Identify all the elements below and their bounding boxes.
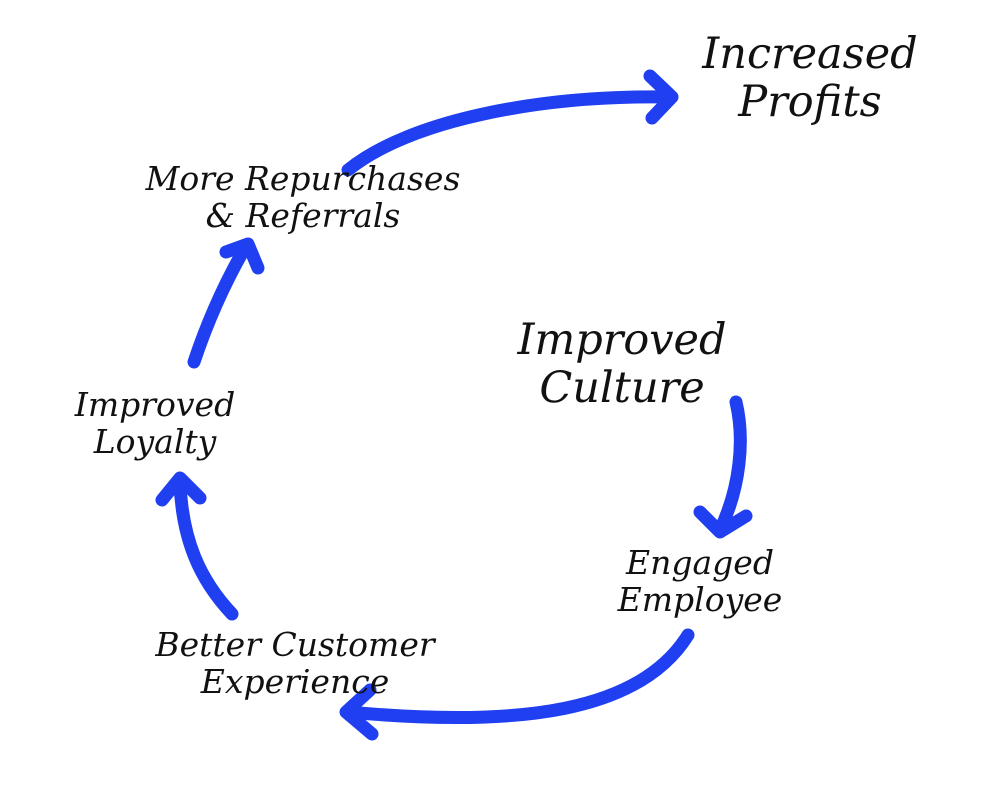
node-text-line: Improved bbox=[74, 385, 236, 424]
node-text-line: Profits bbox=[738, 77, 882, 128]
node-more-repurchases: More Repurchases & Referrals bbox=[118, 159, 488, 235]
node-text-line: Loyalty bbox=[93, 421, 217, 461]
arrow-left-curve bbox=[339, 628, 695, 741]
arrow-down-curve bbox=[693, 395, 753, 539]
node-text-line: Experience bbox=[200, 661, 390, 701]
node-increased-profits: Increased Profits bbox=[650, 30, 970, 126]
node-text-line: Better Customer bbox=[155, 625, 435, 664]
node-text-line: Increased bbox=[702, 29, 918, 79]
arrow-head bbox=[339, 683, 379, 741]
arrow-up-curve bbox=[187, 237, 265, 369]
node-improved-loyalty: Improved Loyalty bbox=[40, 385, 270, 461]
node-text-line: Culture bbox=[539, 363, 705, 414]
node-improved-culture: Improved Culture bbox=[472, 316, 772, 412]
node-text-line: & Referrals bbox=[205, 195, 401, 235]
node-text-line: More Repurchases bbox=[145, 159, 461, 198]
node-text-line: Engaged bbox=[626, 543, 774, 582]
arrow-head bbox=[693, 505, 753, 539]
arrow-shaft bbox=[341, 90, 675, 177]
node-text-line: Improved bbox=[517, 315, 727, 365]
node-better-experience: Better Customer Experience bbox=[120, 625, 470, 701]
arrow-shaft bbox=[173, 475, 239, 621]
arrow-shaft bbox=[341, 628, 695, 725]
arrow-shaft bbox=[713, 395, 747, 537]
node-text-line: Employee bbox=[617, 579, 783, 619]
arrow-head bbox=[219, 237, 265, 275]
arrow-head bbox=[155, 471, 207, 507]
arrow-shaft bbox=[187, 239, 253, 369]
arrow-up-curve bbox=[155, 471, 239, 621]
arrow-right-curve bbox=[341, 69, 679, 177]
node-engaged-employee: Engaged Employee bbox=[580, 543, 820, 619]
arrow-head bbox=[643, 69, 679, 125]
